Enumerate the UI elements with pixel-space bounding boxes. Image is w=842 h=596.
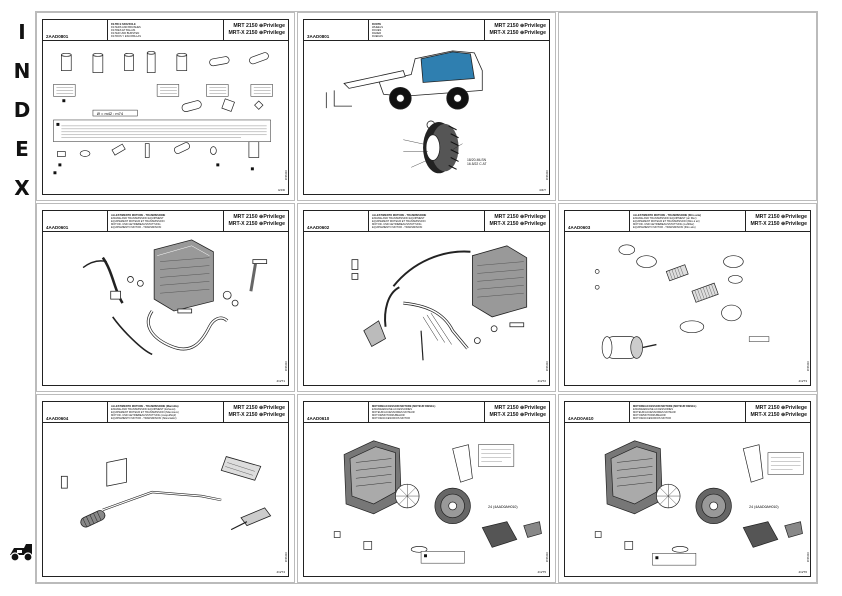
side-code: 0401234 <box>545 169 548 180</box>
filters-illustration: Ø = m42 : m74 <box>53 51 273 175</box>
page-number: 4/4/D <box>277 188 285 192</box>
page-code: 2AAD0801 <box>46 34 69 39</box>
exhaust-illustration <box>60 456 272 531</box>
index-letter: D <box>13 98 31 122</box>
engine-accessories-illustration: 24 (4AAD0AH010) <box>594 440 804 566</box>
forklift-logo-icon <box>10 544 33 562</box>
page-code: 4AAD0602 <box>307 225 330 230</box>
page-number: 4/4/T1 <box>276 379 285 383</box>
page-number: 4/4/T <box>539 188 546 192</box>
page-titles: MOTORE/ACCESSORI MOTORE (MOTEUR DIESEL)E… <box>633 405 697 420</box>
index-letter: I <box>18 20 26 44</box>
thumbnail-cell[interactable]: 4AAD0A610 MOTORE/ACCESSORI MOTORE (MOTEU… <box>558 394 817 583</box>
catalog-page: 4AAD0603 ALLESTIMENTO MOTORE - TRASMISSI… <box>564 210 811 386</box>
catalog-page: 4AAD0610 MOTORE/ACCESSORI MOTORE (MOTEUR… <box>303 401 550 577</box>
side-code: 0401234 <box>545 360 548 371</box>
catalog-page: 4AAD0A610 MOTORE/ACCESSORI MOTORE (MOTEU… <box>564 401 811 577</box>
thumbnail-cell[interactable]: 4AAD0604 ALLESTIMENTO MOTORE - TRASMISSI… <box>36 394 295 583</box>
page-number: 4/4/T5 <box>537 570 546 574</box>
thumbnail-cell[interactable]: 4AAD0601 ALLESTIMENTO MOTORE - TRASMISSI… <box>36 203 295 392</box>
page-number: 4/4/T3 <box>798 379 807 383</box>
page-titles: ALLESTIMENTO MOTORE - TRASMISSIONE (Marm… <box>111 405 179 420</box>
reference-label: 24 (4AAD0AH010) <box>488 505 517 509</box>
catalog-page: 4AAD0601 ALLESTIMENTO MOTORE - TRASMISSI… <box>42 210 289 386</box>
page-titles: ALLESTIMENTO MOTORE - TRASMISSIONE (filt… <box>633 214 701 229</box>
side-code: 0401234 <box>284 169 287 180</box>
engine-hoses-illustration <box>351 245 528 361</box>
side-code: 0401234 <box>284 551 287 562</box>
page-code: 4AAD0601 <box>46 225 69 230</box>
catalog-page: 4AAD0604 ALLESTIMENTO MOTORE - TRASMISSI… <box>42 401 289 577</box>
page-code: 4AAD0604 <box>46 416 69 421</box>
reference-label: 24 (4AAD0AH010) <box>749 505 778 509</box>
telehandler-wheel-illustration <box>325 50 483 174</box>
thumbnail-cell[interactable]: 4AAD0603 ALLESTIMENTO MOTORE - TRASMISSI… <box>558 203 817 392</box>
page-titles: MOTORE/ACCESSORI MOTORE (MOTEUR DIESEL)E… <box>372 405 436 420</box>
page-code: 4AAD0610 <box>307 416 330 421</box>
index-letter: E <box>15 137 29 161</box>
side-code: 0401234 <box>545 551 548 562</box>
empty-cell <box>558 12 817 201</box>
side-code: 0401234 <box>806 551 809 562</box>
page-number: 4/4/T6 <box>798 570 807 574</box>
diameter-note: Ø = m42 : m74 <box>97 111 124 116</box>
page-code: 3AAD0801 <box>307 34 330 39</box>
thumbnail-cell[interactable]: 4AAD0610 MOTORE/ACCESSORI MOTORE (MOTEUR… <box>297 394 556 583</box>
page-number: 4/4/T2 <box>537 379 546 383</box>
side-code: 0401234 <box>806 360 809 371</box>
engine-accessories-illustration: 24 (4AAD0AH010) <box>333 440 542 564</box>
side-index: I N D E X <box>10 22 34 217</box>
index-letter: N <box>13 59 31 83</box>
thumbnail-cell[interactable]: 4AAD0602 ALLESTIMENTO MOTORE - TRASMISSI… <box>297 203 556 392</box>
air-filter-illustration <box>594 244 770 359</box>
radiator-hoses-illustration <box>82 239 268 356</box>
catalog-page: 4AAD0602 ALLESTIMENTO MOTORE - TRASMISSI… <box>303 210 550 386</box>
index-letter: X <box>14 176 30 200</box>
page-code: 4AAD0A610 <box>568 416 594 421</box>
page-number: 4/4/T4 <box>276 570 285 574</box>
page-code: 4AAD0603 <box>568 225 591 230</box>
side-code: 0401234 <box>284 360 287 371</box>
